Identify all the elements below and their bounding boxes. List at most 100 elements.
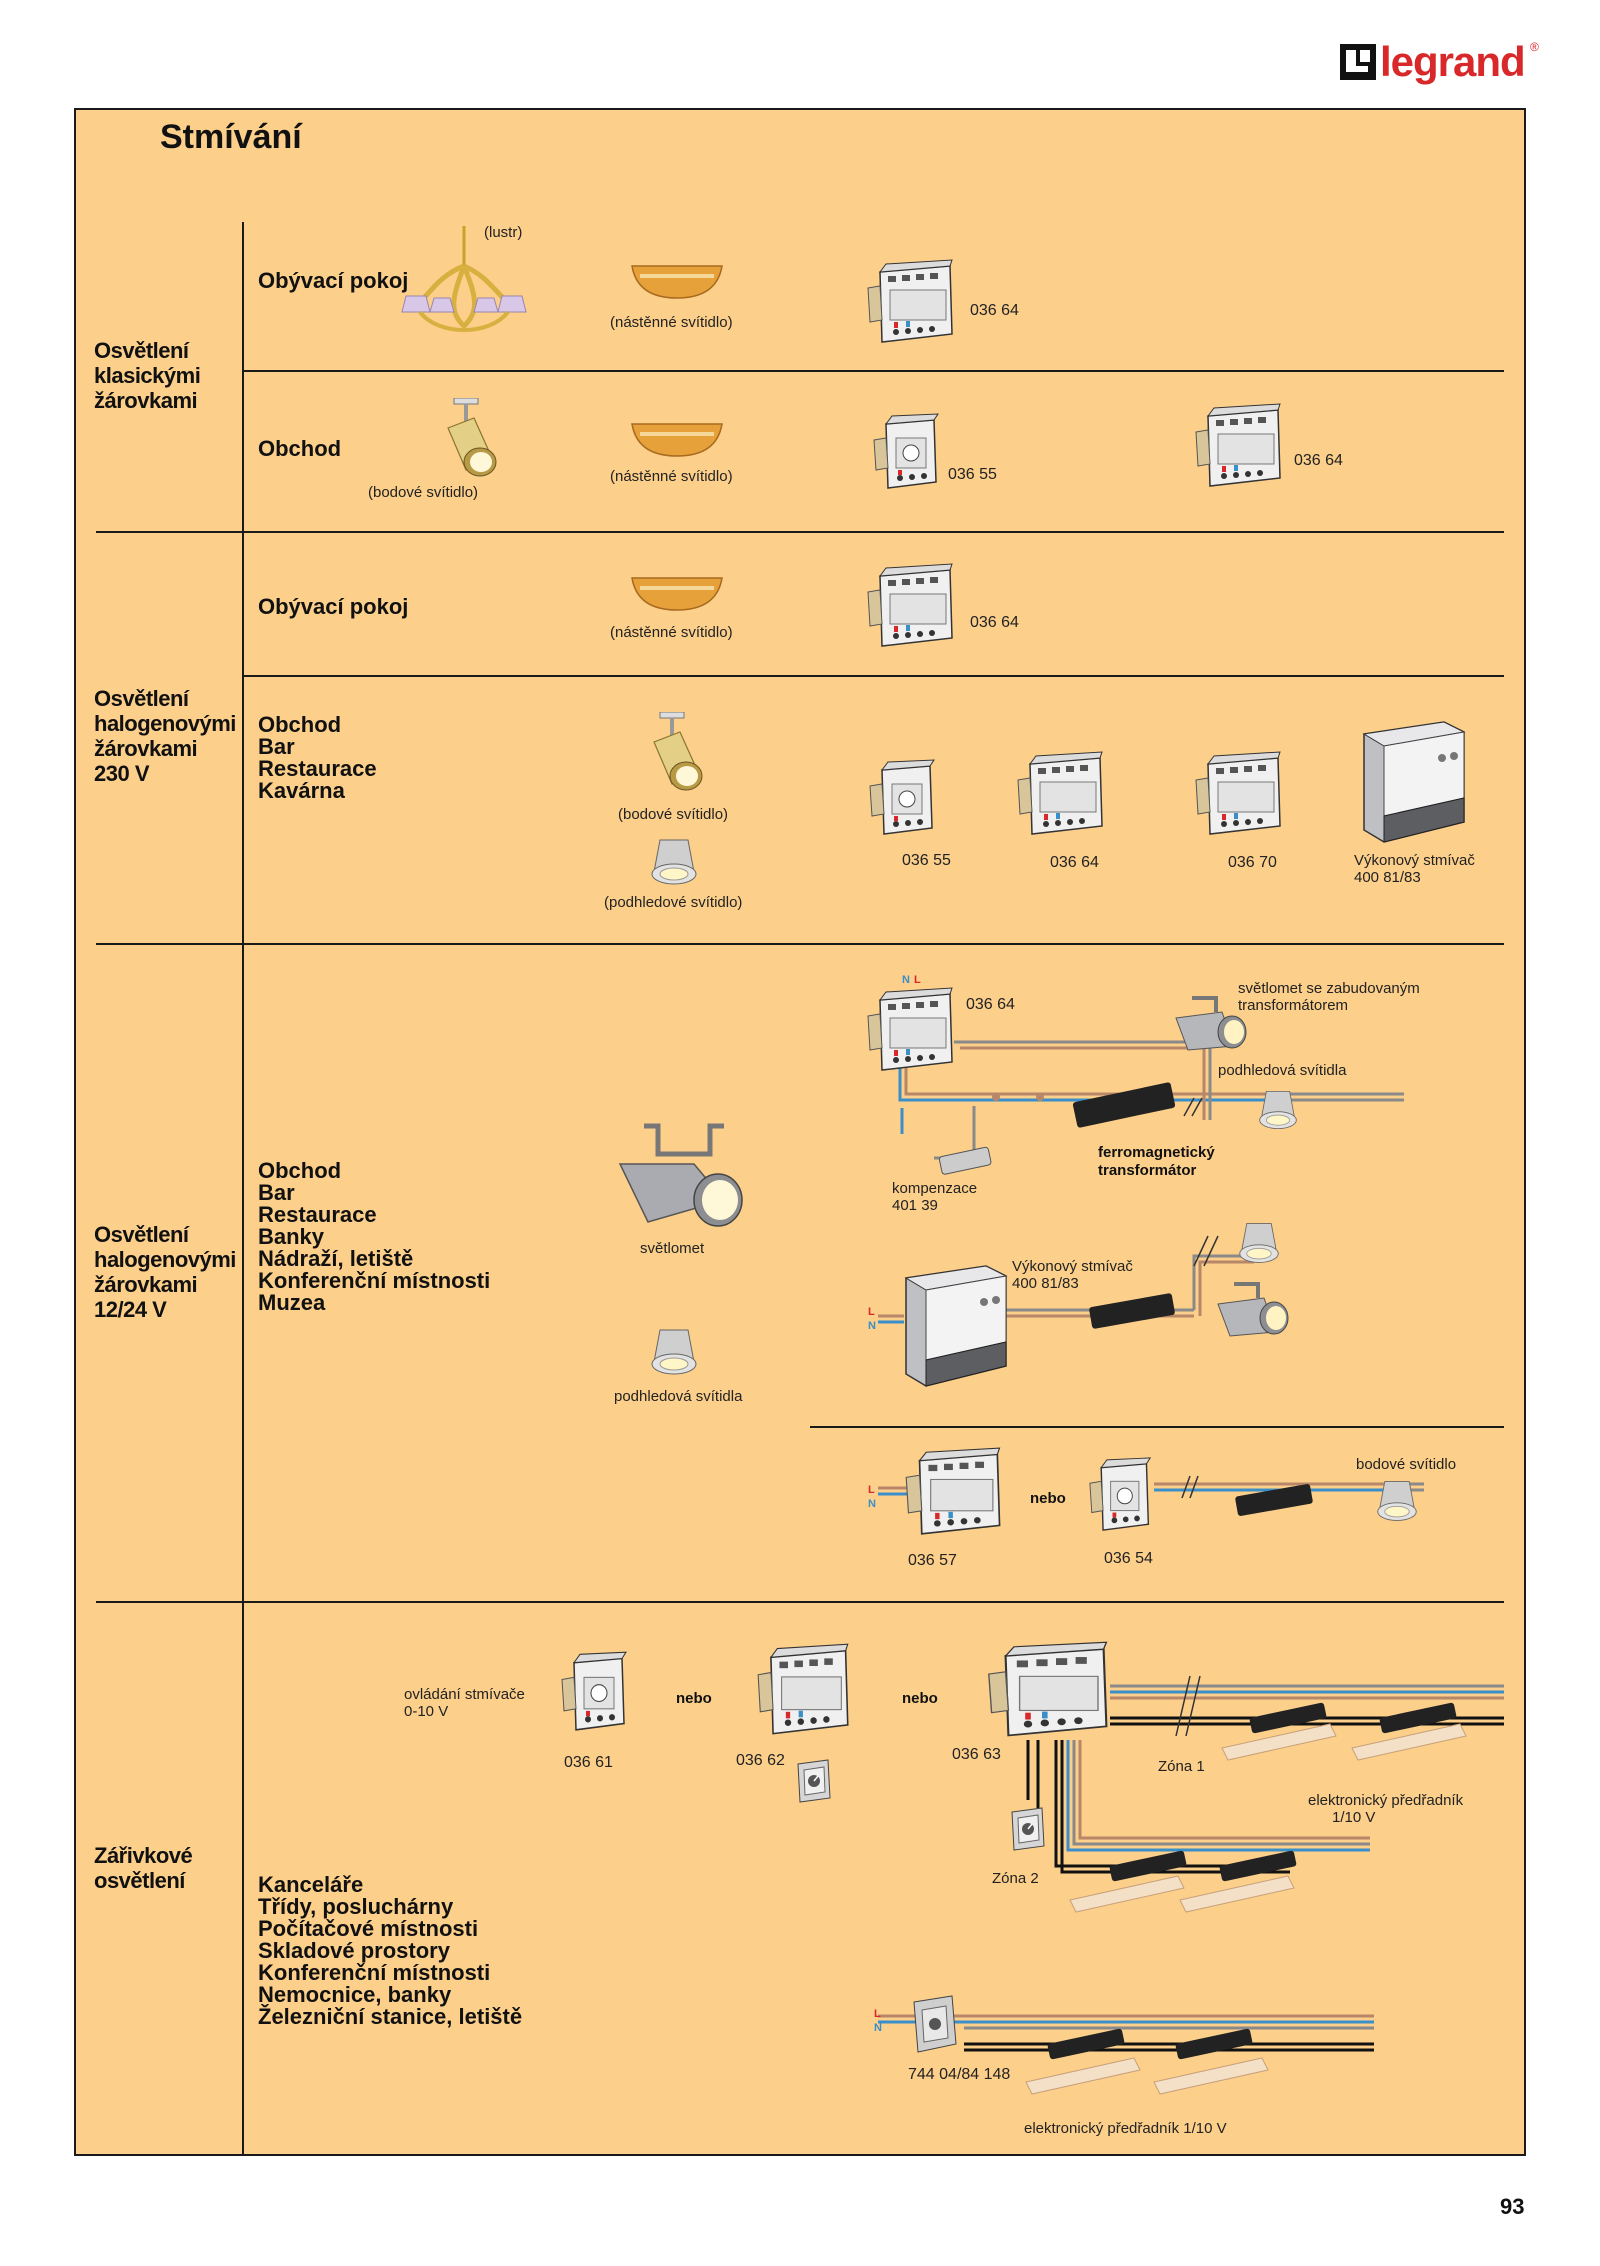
wiring-diagram-power-dimmer: [878, 1235, 1254, 1329]
product-code: 036 55: [902, 852, 951, 869]
dimmer-module-icon: [986, 1640, 1112, 1740]
caption-spot: bodové svítidlo: [1356, 1456, 1457, 1473]
page-number: 93: [1500, 2194, 1525, 2219]
downlight-icon: [1238, 1220, 1280, 1266]
row-divider: [244, 370, 1504, 372]
caption-spot: (bodové svítidlo): [618, 806, 729, 823]
product-code: 036 70: [1228, 854, 1277, 871]
section-divider: [96, 1601, 1504, 1603]
page-title: Stmívání: [160, 118, 302, 156]
row-divider: [810, 1426, 1504, 1428]
spotlight-icon: [644, 711, 706, 792]
wiring-diagram-fluorescent: [1026, 1675, 1504, 1913]
dimmer-module-icon: [866, 986, 956, 1074]
caption-downlights: podhledová svítidla: [1218, 1062, 1347, 1079]
product-code: 036 64: [970, 614, 1019, 631]
caption-spot: (bodové svítidlo): [368, 484, 479, 501]
wiring-diagram-spot: [878, 1475, 1424, 1516]
wall-lamp-icon: [631, 577, 723, 611]
section-divider: [96, 531, 1504, 533]
dimmer-module-icon: [904, 1446, 1004, 1538]
product-code: 036 64: [1050, 854, 1099, 871]
caption-wall-lamp: (nástěnné svítidlo): [610, 624, 733, 641]
wall-dimmer-switch-icon: [913, 1995, 957, 2053]
wire-label-n: N: [868, 1320, 876, 1332]
wire-label-l: L: [868, 1306, 875, 1318]
dimmer-module-icon: [756, 1642, 852, 1738]
dimmer-module-icon: [1194, 402, 1284, 490]
content-panel: [74, 108, 1526, 2156]
product-code: 036 54: [1104, 1550, 1153, 1567]
wiring-diagram-wall-switch: [878, 2014, 1374, 2095]
caption-ballast-bottom: elektronický předřadník 1/10 V: [1024, 2120, 1227, 2137]
wall-lamp-icon: [631, 423, 723, 457]
caption-lustr: (lustr): [484, 224, 523, 241]
caption-wall-lamp: (nástěnné svítidlo): [610, 468, 733, 485]
dimmer-module-icon: [1194, 750, 1284, 838]
floodlight-icon: [618, 1123, 743, 1227]
caption-downlight: (podhledové svítidlo): [604, 894, 743, 911]
column-divider: [242, 222, 244, 2154]
product-code: 036 64: [970, 302, 1019, 319]
downlight-icon: [650, 1326, 698, 1378]
spotlight-icon: [438, 397, 500, 478]
wire-label-l: L: [874, 2008, 881, 2020]
wire-label-n: N: [868, 1498, 876, 1510]
product-code: 744 04/84 148: [908, 2066, 1011, 2083]
downlight-icon: [1258, 1088, 1298, 1132]
room-living-room: Obývací pokoj: [258, 594, 409, 619]
caption-or: nebo: [676, 1690, 712, 1707]
dimmer-small-icon: [560, 1648, 630, 1734]
room-living-room: Obývací pokoj: [258, 268, 409, 293]
product-code: 036 57: [908, 1552, 957, 1569]
caption-or: nebo: [902, 1690, 938, 1707]
row-divider: [244, 675, 1504, 677]
dimmer-small-icon: [872, 410, 942, 492]
dimmer-small-icon: [868, 756, 938, 838]
wall-lamp-icon: [631, 265, 723, 299]
potentiometer-icon: [794, 1758, 834, 1804]
wire-label-l: L: [914, 974, 921, 986]
caption-zone-1: Zóna 1: [1158, 1758, 1205, 1775]
caption-downlights: podhledová svítidla: [614, 1388, 743, 1405]
brand-name: legrand: [1380, 38, 1526, 85]
legrand-logo-icon: [1340, 44, 1376, 80]
floodlight-with-transformer-icon: [1175, 996, 1247, 1051]
legrand-logo: legrand ®: [1340, 38, 1540, 88]
wire-label-n: N: [874, 2022, 882, 2034]
floodlight-icon: [1217, 1282, 1289, 1337]
registered-mark: ®: [1530, 40, 1539, 54]
caption-wall-lamp: (nástěnné svítidlo): [610, 314, 733, 331]
chandelier-icon: [401, 226, 527, 332]
product-code: 036 62: [736, 1752, 785, 1769]
section-divider: [96, 943, 1504, 945]
caption-or: nebo: [1030, 1490, 1066, 1507]
room-shop: Obchod: [258, 436, 342, 461]
dimmer-module-icon: [1016, 750, 1106, 838]
power-dimmer-icon: [1360, 718, 1466, 844]
product-code: 036 64: [1294, 452, 1343, 469]
downlight-icon: [1376, 1478, 1418, 1524]
product-code: 036 64: [966, 996, 1015, 1013]
potentiometer-icon: [1008, 1806, 1048, 1852]
wire-label-n: N: [902, 974, 910, 986]
caption-zone-2: Zóna 2: [992, 1870, 1039, 1887]
wire-label-l: L: [868, 1484, 875, 1496]
caption-floodlight: světlomet: [640, 1240, 705, 1257]
product-code: 036 63: [952, 1746, 1001, 1763]
product-code: 036 55: [948, 466, 997, 483]
downlight-icon: [650, 836, 698, 888]
product-code: 036 61: [564, 1754, 613, 1771]
